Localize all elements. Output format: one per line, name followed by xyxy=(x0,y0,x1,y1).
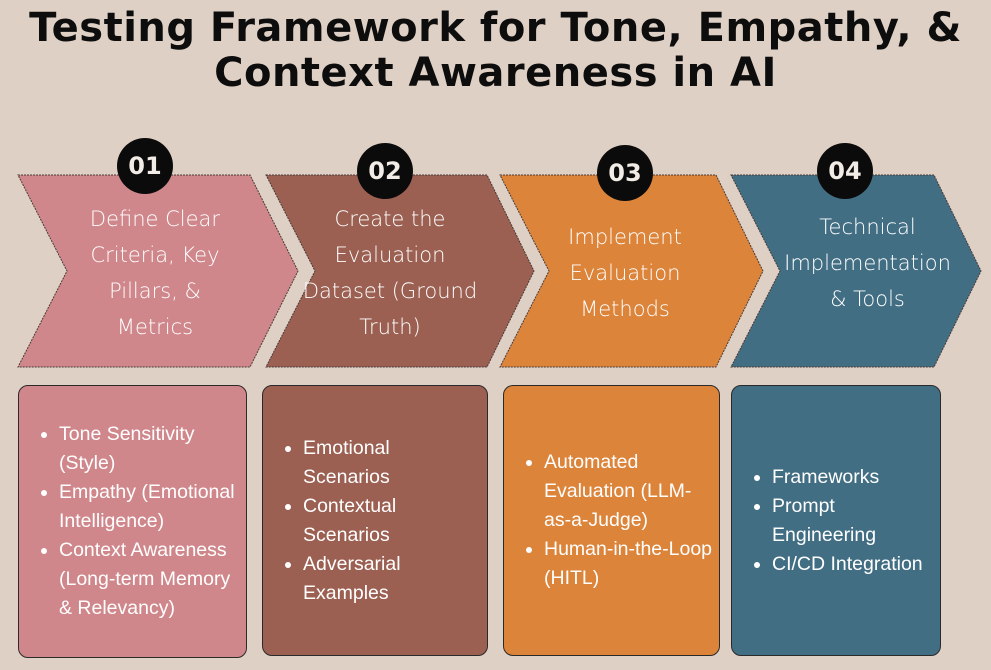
step-2-details: Emotional Scenarios Contextual Scenarios… xyxy=(262,385,488,656)
step-4-number: 04 xyxy=(817,143,873,199)
detail-item: Automated Evaluation (LLM-as-a-Judge) xyxy=(544,448,713,535)
detail-item: Emotional Scenarios xyxy=(303,434,481,492)
step-2-chevron xyxy=(265,174,535,368)
detail-item: Prompt Engineering xyxy=(772,492,934,550)
step-2-heading: Create the Evaluation Dataset (Ground Tr… xyxy=(302,207,478,339)
detail-item: Adversarial Examples xyxy=(303,550,481,608)
step-1-chevron xyxy=(17,174,299,368)
step-4-chevron xyxy=(730,174,982,368)
step-3-number: 03 xyxy=(597,145,653,201)
detail-item: CI/CD Integration xyxy=(772,550,934,579)
detail-item: Human-in-the-Loop (HITL) xyxy=(544,535,713,593)
detail-item: Empathy (Emotional Intelligence) xyxy=(59,478,240,536)
detail-item: Tone Sensitivity (Style) xyxy=(59,420,240,478)
step-4-details: Frameworks Prompt Engineering CI/CD Inte… xyxy=(731,385,941,656)
step-2-number: 02 xyxy=(357,143,413,199)
step-1-details: Tone Sensitivity (Style) Empathy (Emotio… xyxy=(18,385,247,658)
step-4-heading: Technical Implementation & Tools xyxy=(784,215,951,311)
step-1-number: 01 xyxy=(117,138,173,194)
step-3-heading: Implement Evaluation Methods xyxy=(568,225,682,321)
step-1-heading: Define Clear Criteria, Key Pillars, & Me… xyxy=(89,207,221,339)
page-title: Testing Framework for Tone, Empathy, & C… xyxy=(29,5,962,96)
step-3-details: Automated Evaluation (LLM-as-a-Judge) Hu… xyxy=(503,385,720,656)
detail-item: Frameworks xyxy=(772,463,934,492)
detail-item: Context Awareness (Long-term Memory & Re… xyxy=(59,536,240,623)
detail-item: Contextual Scenarios xyxy=(303,492,481,550)
step-3-chevron xyxy=(499,174,764,368)
